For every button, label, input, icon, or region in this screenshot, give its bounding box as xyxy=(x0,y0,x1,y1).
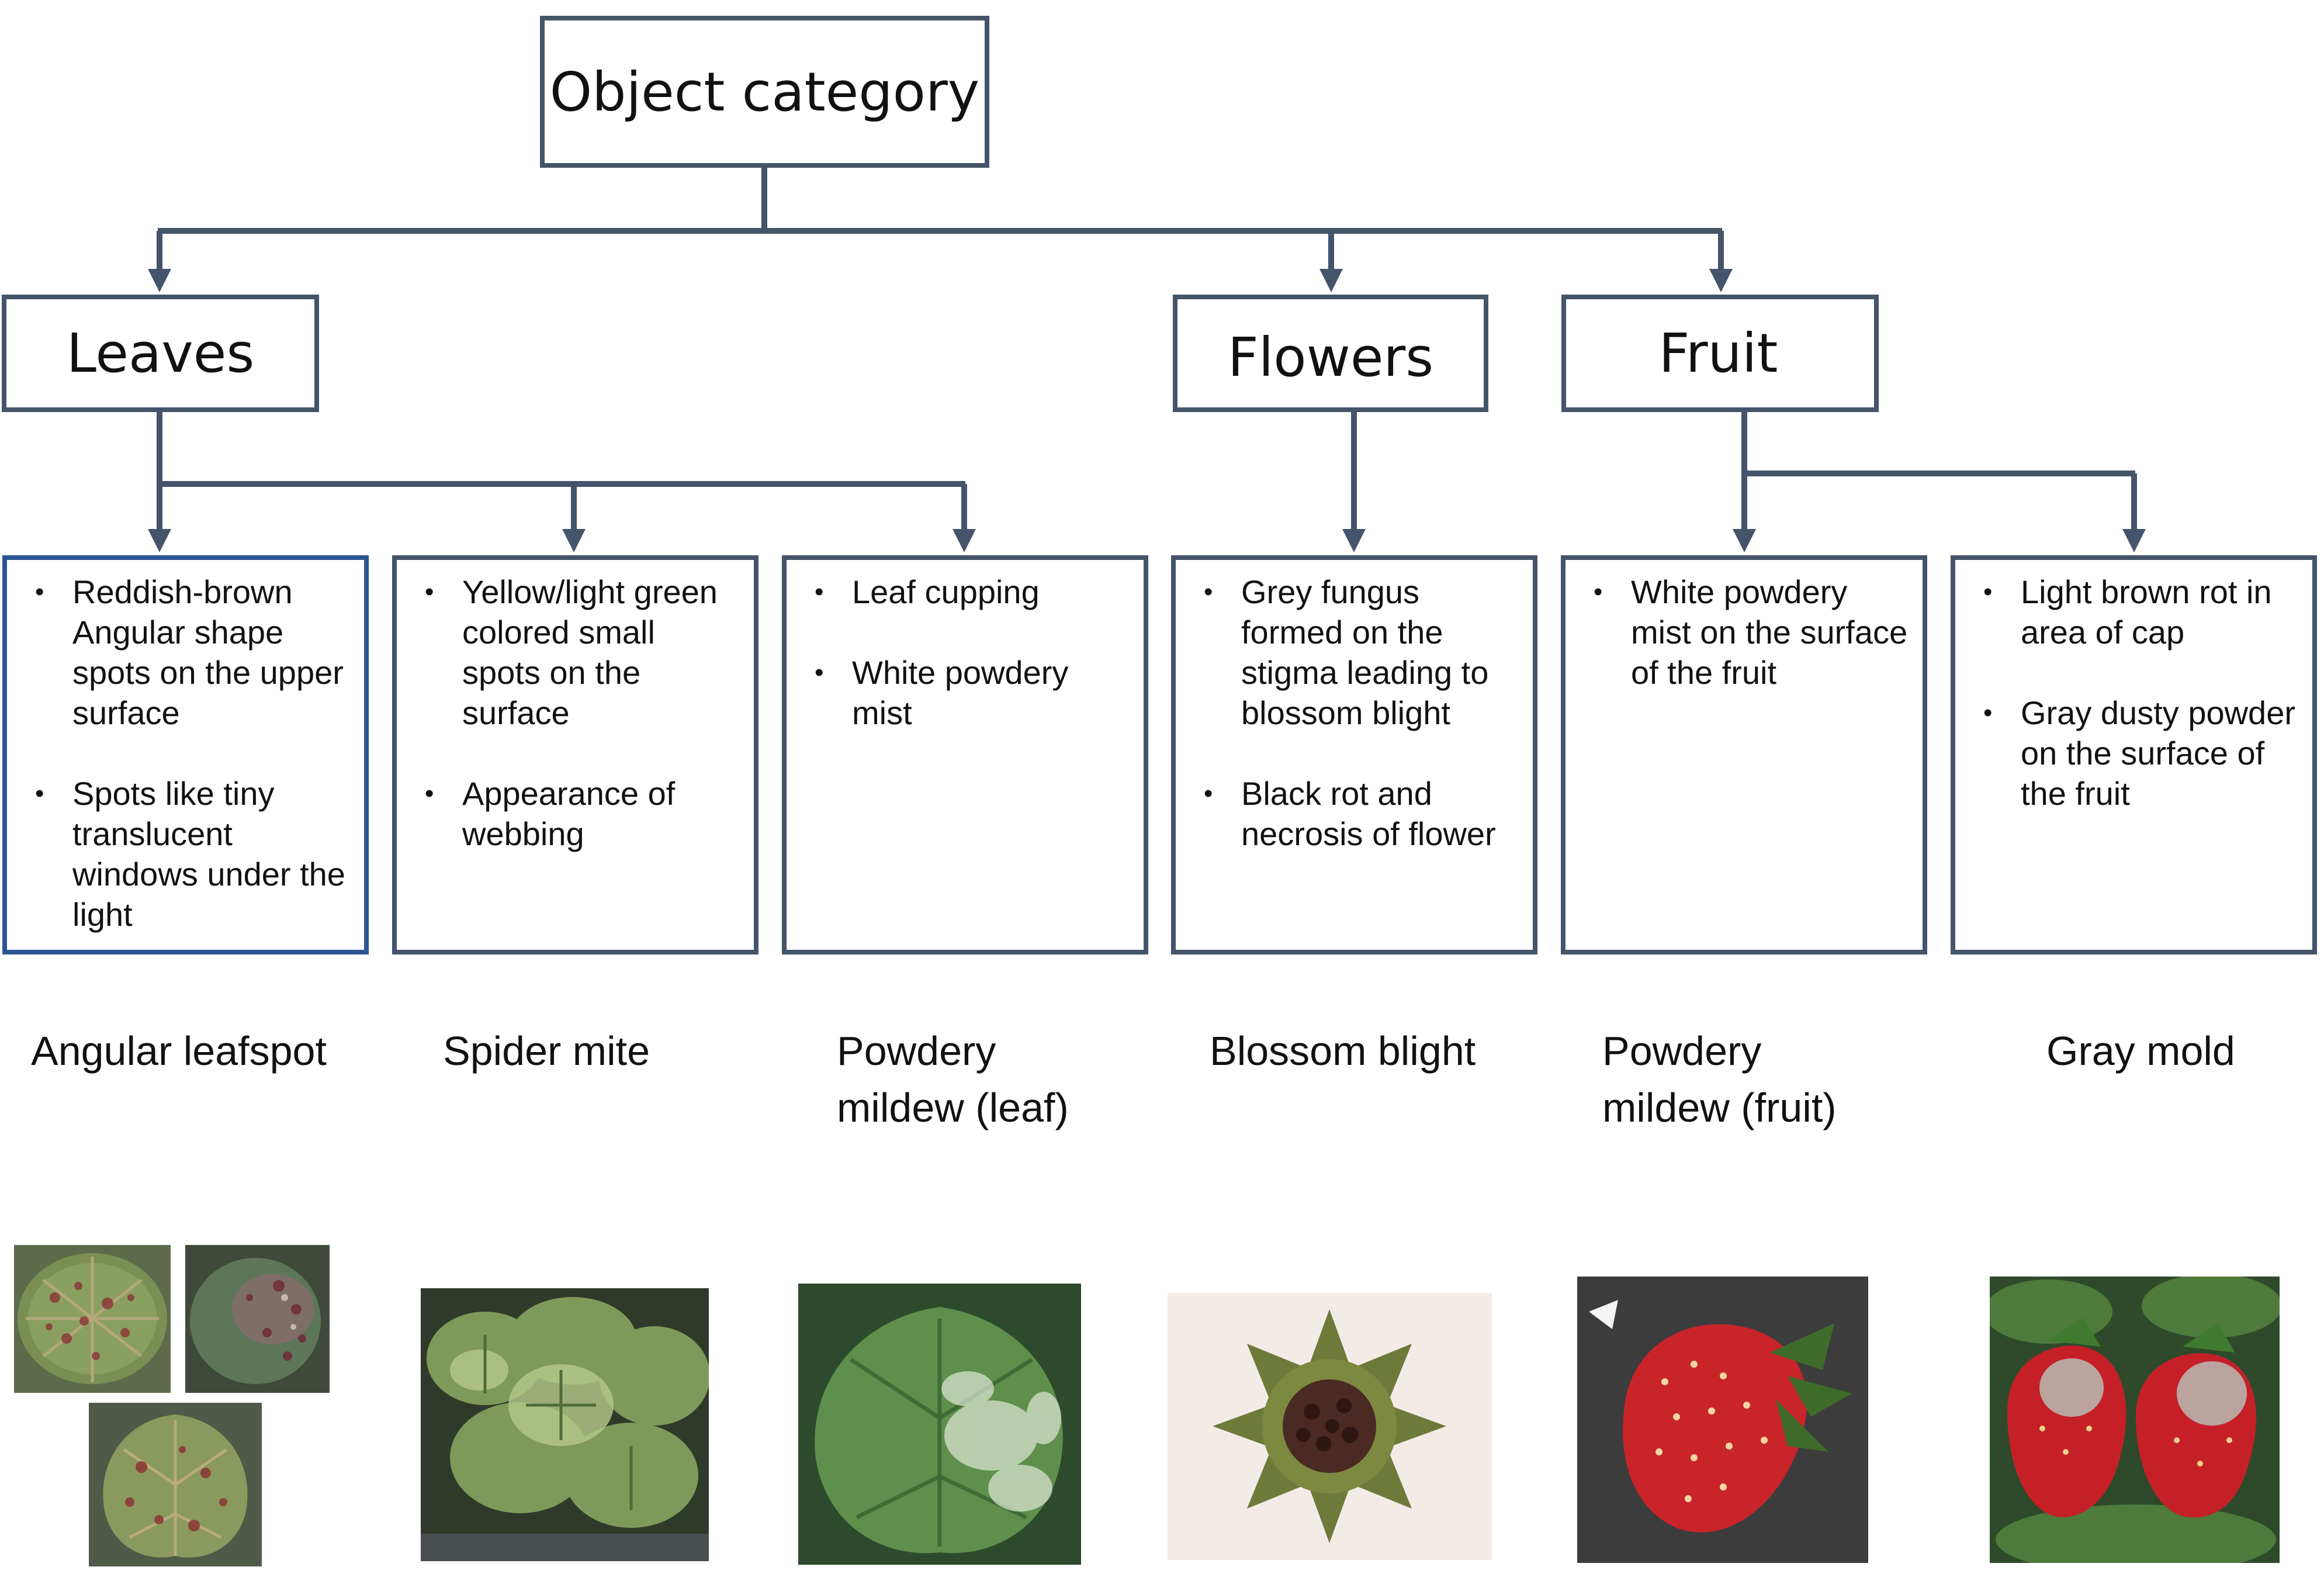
category-fruit: Fruit xyxy=(1561,295,1879,412)
symptom-item: Black rot and necrosis of flower xyxy=(1187,773,1521,854)
category-flowers-label: Flowers xyxy=(1227,326,1434,389)
symptom-item: White powdery mist xyxy=(798,652,1132,733)
category-flowers: Flowers xyxy=(1173,295,1488,412)
root-node: Object category xyxy=(540,16,989,168)
symptom-list: Leaf cupping White powdery mist xyxy=(798,572,1132,733)
disease-name-angular-leafspot: Angular leafspot xyxy=(31,1028,327,1074)
symptom-list: Reddish-brown Angular shape spots on the… xyxy=(19,572,352,935)
disease-name-spider-mite: Spider mite xyxy=(443,1028,650,1074)
symptom-item: Leaf cupping xyxy=(798,572,1132,612)
symptom-item: Gray dusty powder on the surface of the … xyxy=(1967,693,2301,814)
category-leaves-label: Leaves xyxy=(66,322,255,385)
photo-powdery-mildew-fruit xyxy=(1577,1277,1868,1563)
symptom-item: Spots like tiny translucent windows unde… xyxy=(19,773,352,935)
category-leaves: Leaves xyxy=(2,295,319,412)
symptom-item: Reddish-brown Angular shape spots on the… xyxy=(19,572,352,733)
photo-angular-leafspot-2 xyxy=(185,1245,330,1393)
symptom-box-gray-mold: Light brown rot in area of cap Gray dust… xyxy=(1951,555,2317,954)
symptom-item: Appearance of webbing xyxy=(408,773,742,854)
disease-name-powdery-mildew-leaf: Powdery mildew (leaf) xyxy=(837,1028,1069,1130)
photo-powdery-mildew-leaf xyxy=(798,1284,1081,1565)
photo-gray-mold xyxy=(1990,1277,2280,1563)
symptom-list: Yellow/light green colored small spots o… xyxy=(408,572,742,854)
disease-name-gray-mold: Gray mold xyxy=(2046,1028,2235,1074)
symptom-box-spider-mite: Yellow/light green colored small spots o… xyxy=(392,555,758,954)
photo-angular-leafspot-3 xyxy=(89,1403,262,1566)
photo-spider-mite xyxy=(421,1288,709,1561)
symptom-item: White powdery mist on the surface of the… xyxy=(1577,572,1911,693)
symptom-item: Light brown rot in area of cap xyxy=(1967,572,2301,652)
symptom-list: White powdery mist on the surface of the… xyxy=(1577,572,1911,693)
disease-name-blossom-blight: Blossom blight xyxy=(1210,1028,1476,1074)
photo-blossom-blight xyxy=(1168,1293,1492,1560)
symptom-list: Grey fungus formed on the stigma leading… xyxy=(1187,572,1521,854)
symptom-item: Yellow/light green colored small spots o… xyxy=(408,572,742,733)
symptom-list: Light brown rot in area of cap Gray dust… xyxy=(1967,572,2301,814)
disease-name-powdery-mildew-fruit: Powdery mildew (fruit) xyxy=(1602,1028,1837,1130)
photo-angular-leafspot-1 xyxy=(14,1245,171,1393)
symptom-box-powdery-mildew-leaf: Leaf cupping White powdery mist xyxy=(782,555,1148,954)
symptom-item: Grey fungus formed on the stigma leading… xyxy=(1187,572,1521,733)
symptom-box-angular-leafspot: Reddish-brown Angular shape spots on the… xyxy=(2,555,369,954)
category-fruit-label: Fruit xyxy=(1658,322,1778,385)
symptom-box-blossom-blight: Grey fungus formed on the stigma leading… xyxy=(1171,555,1537,954)
root-label: Object category xyxy=(549,60,980,123)
symptom-box-powdery-mildew-fruit: White powdery mist on the surface of the… xyxy=(1561,555,1927,954)
